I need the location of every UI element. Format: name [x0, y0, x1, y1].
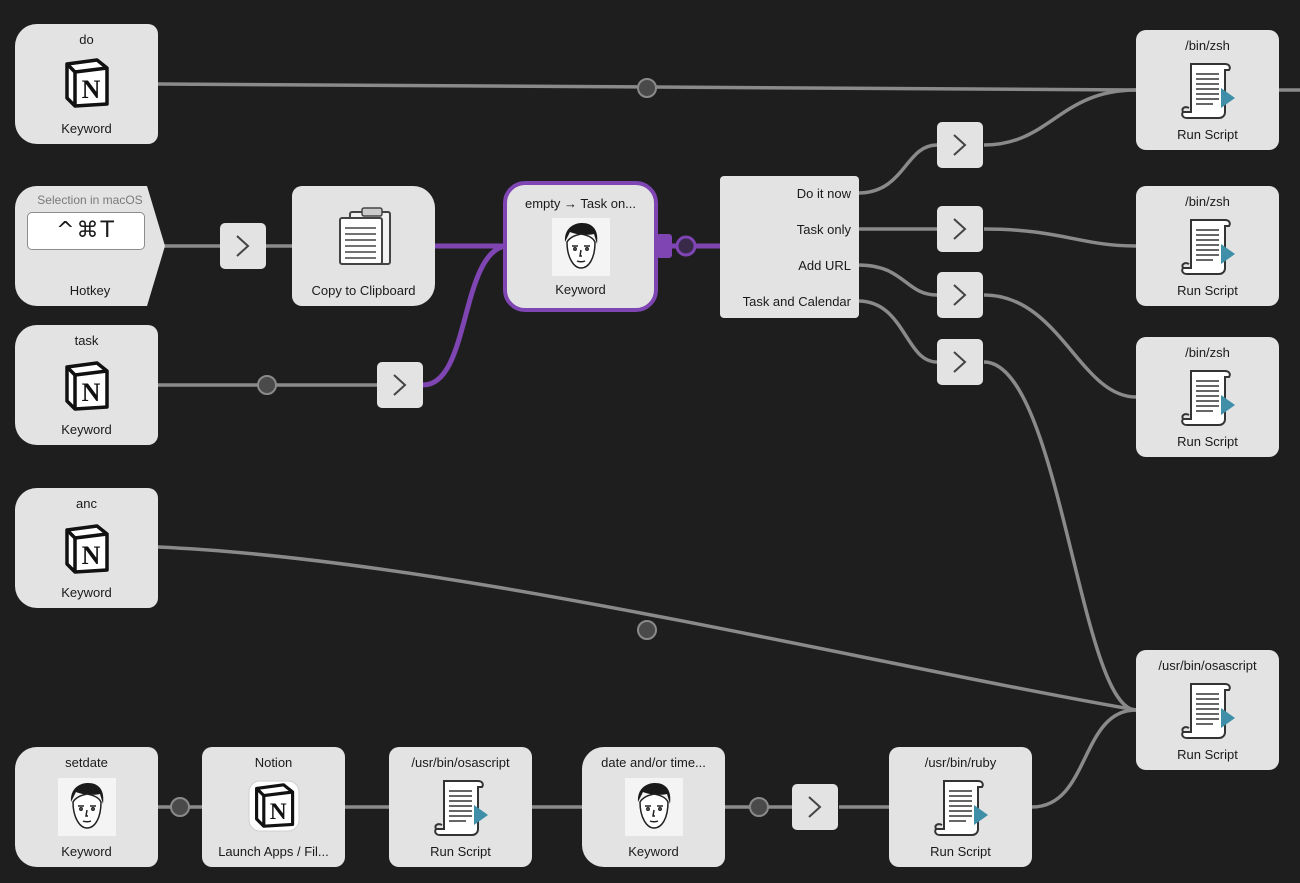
connection-modifier-button[interactable]	[937, 339, 983, 385]
chevron-right-icon	[393, 374, 407, 396]
node-subtitle: Copy to Clipboard	[311, 283, 416, 298]
wire-calendar-to-osascript	[857, 299, 1137, 712]
node-title: date and/or time...	[601, 755, 706, 770]
node-title: /bin/zsh	[1185, 345, 1230, 360]
notion-icon: N	[63, 58, 111, 113]
script-icon	[1179, 216, 1237, 281]
avatar-icon	[57, 778, 116, 836]
wire-dot	[637, 620, 657, 640]
node-title: anc	[76, 496, 97, 511]
wire-taskonly-to-script2	[858, 227, 1137, 248]
run-script-node-ruby[interactable]: /usr/bin/ruby Run Script	[889, 747, 1032, 867]
conditional-output-add-url: Add URL	[798, 258, 851, 273]
keyword-node-anc[interactable]: anc N Keyword	[15, 488, 158, 608]
node-title: setdate	[65, 755, 108, 770]
chevron-right-icon	[953, 351, 967, 373]
connection-modifier-button[interactable]	[220, 223, 266, 269]
node-title: do	[79, 32, 94, 47]
keyword-node-setdate[interactable]: setdate Keyword	[15, 747, 158, 867]
script-icon	[932, 777, 990, 842]
connection-modifier-button[interactable]	[937, 122, 983, 168]
hotkey-display: ^⌘T	[27, 212, 145, 250]
node-title: Notion	[254, 755, 293, 770]
hotkey-node[interactable]: Selection in macOS ^⌘T Hotkey	[15, 186, 165, 306]
node-title: /usr/bin/ruby	[924, 755, 997, 770]
connection-modifier-button[interactable]	[937, 206, 983, 252]
node-subtitle: Keyword	[555, 282, 606, 297]
script-icon	[1179, 60, 1237, 125]
wire-task-connector-to-empty	[422, 243, 506, 388]
conditional-node[interactable]: Do it now Task only Add URL Task and Cal…	[720, 176, 859, 318]
chevron-right-icon	[953, 284, 967, 306]
chevron-right-icon	[953, 134, 967, 156]
node-title: /usr/bin/osascript	[411, 755, 510, 770]
avatar-icon	[551, 218, 610, 276]
node-subtitle: Run Script	[1177, 127, 1238, 142]
run-script-node-zsh-1[interactable]: /bin/zsh Run Script	[1136, 30, 1279, 150]
node-subtitle: Run Script	[1177, 747, 1238, 762]
script-icon	[1179, 680, 1237, 745]
notion-icon: N	[63, 524, 111, 579]
node-subtitle: Hotkey	[69, 283, 111, 298]
run-script-node-zsh-3[interactable]: /bin/zsh Run Script	[1136, 337, 1279, 457]
script-icon	[432, 777, 490, 842]
clipboard-icon	[332, 206, 396, 273]
notion-app-icon: N	[247, 779, 301, 838]
run-script-node-zsh-2[interactable]: /bin/zsh Run Script	[1136, 186, 1279, 306]
node-subtitle: Run Script	[1177, 283, 1238, 298]
wire-dot	[170, 797, 190, 817]
conditional-output-task-only: Task only	[796, 222, 851, 237]
node-subtitle: Keyword	[61, 844, 112, 859]
chevron-right-icon	[808, 796, 822, 818]
svg-text:N: N	[81, 75, 100, 104]
node-subtitle: Keyword	[61, 121, 112, 136]
node-subtitle: Keyword	[628, 844, 679, 859]
node-title: /bin/zsh	[1185, 194, 1230, 209]
run-script-node-osascript-bottom[interactable]: /usr/bin/osascript Run Script	[389, 747, 532, 867]
wire-do-to-script1	[157, 82, 1137, 92]
copy-to-clipboard-node[interactable]: Copy to Clipboard	[292, 186, 435, 306]
wire-anc-to-osascript	[157, 545, 1137, 712]
node-subtitle: Run Script	[930, 844, 991, 859]
connection-modifier-button[interactable]	[937, 272, 983, 318]
keyword-node-do[interactable]: do N Keyword	[15, 24, 158, 144]
wire-dot	[637, 78, 657, 98]
svg-text:N: N	[81, 378, 100, 407]
launch-apps-node[interactable]: Notion N Launch Apps / Fil...	[202, 747, 345, 867]
keyword-node-task[interactable]: task N Keyword	[15, 325, 158, 445]
wire-dot	[749, 797, 769, 817]
wire-ruby-to-osascript	[1031, 708, 1137, 809]
svg-text:N: N	[269, 799, 286, 825]
node-subtitle: Keyword	[61, 585, 112, 600]
node-title: /bin/zsh	[1185, 38, 1230, 53]
script-icon	[1179, 367, 1237, 432]
wire-doitnow-to-script1	[857, 88, 1137, 195]
run-script-node-osascript-right[interactable]: /usr/bin/osascript Run Script	[1136, 650, 1279, 770]
node-subtitle: Launch Apps / Fil...	[218, 844, 329, 859]
node-subtitle: Run Script	[430, 844, 491, 859]
selected-output-port	[656, 234, 672, 258]
conditional-output-task-and-calendar: Task and Calendar	[742, 294, 851, 309]
wire-dot	[257, 375, 277, 395]
wire-addurl-to-script3	[857, 263, 1137, 399]
avatar-icon	[624, 778, 683, 836]
connection-modifier-button[interactable]	[377, 362, 423, 408]
svg-text:N: N	[81, 541, 100, 570]
node-title: /usr/bin/osascript	[1158, 658, 1257, 673]
node-title: Selection in macOS	[37, 193, 143, 207]
node-subtitle: Run Script	[1177, 434, 1238, 449]
node-subtitle: Keyword	[61, 422, 112, 437]
keyword-node-date-time[interactable]: date and/or time... Keyword	[582, 747, 725, 867]
chevron-right-icon	[953, 218, 967, 240]
chevron-right-icon	[236, 235, 250, 257]
keyword-node-empty-task[interactable]: empty → Task on... Keyword	[503, 181, 658, 312]
node-title: empty → Task on...	[524, 196, 637, 211]
conditional-output-do-it-now: Do it now	[796, 186, 851, 201]
notion-icon: N	[63, 361, 111, 416]
connection-modifier-button[interactable]	[792, 784, 838, 830]
node-title: task	[74, 333, 99, 348]
selected-wire-dot	[675, 235, 697, 257]
